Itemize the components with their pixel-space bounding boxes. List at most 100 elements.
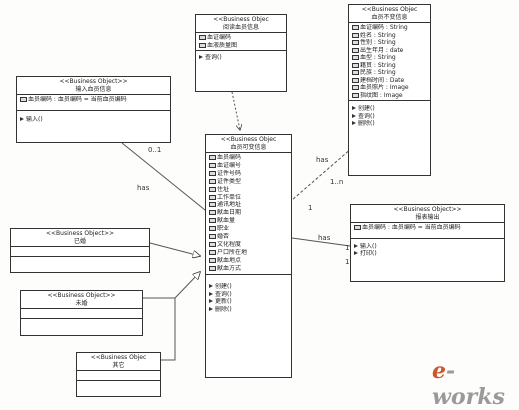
attribute-section: 血员编码 : 血员编码 = 当前血员编码 <box>17 94 170 110</box>
attribute: 证件号码 <box>209 170 288 178</box>
operation-section <box>21 318 142 328</box>
association-label: has <box>318 234 331 242</box>
attribute-icon <box>209 194 216 200</box>
class-output[interactable]: <<Business Object>> 报表输出 血员编码 : 血员编码 = 当… <box>350 204 505 282</box>
operation-section: 创建() 查询() 更新() 删除() <box>206 273 291 316</box>
multiplicity-label: 1 <box>308 204 313 212</box>
attribute: 出生年月 : date <box>352 47 427 55</box>
class-married[interactable]: <<Business Object>> 已婚 <box>10 228 150 273</box>
operation-icon <box>20 116 24 121</box>
class-donor-variable[interactable]: <<Business Objec 血员可变信息 血员编码 血证编号 证件号码 证… <box>205 134 292 378</box>
class-name: 输入血员信息 <box>75 85 112 93</box>
attribute-icon <box>199 35 206 40</box>
attribute-section: 血证编码 血液质量图 <box>196 32 286 50</box>
multiplicity-label: 1..n <box>330 178 344 186</box>
attribute-icon <box>352 70 359 75</box>
attribute-icon <box>352 40 359 45</box>
stereotype: <<Business Objec <box>220 136 277 143</box>
association-label: has <box>316 156 329 164</box>
attribute-icon <box>209 265 216 271</box>
attribute-icon <box>352 25 359 30</box>
operation-section: 查询() <box>196 50 286 63</box>
attribute: 建档时间 : Date <box>352 77 427 85</box>
operation: 删除() <box>352 120 427 128</box>
attribute: 献血地点 <box>209 257 288 265</box>
attribute-icon <box>352 55 359 60</box>
multiplicity-label: 1 <box>345 258 350 266</box>
stereotype: <<Business Objec <box>361 6 418 13</box>
operation-icon <box>354 243 358 248</box>
class-donor-basic[interactable]: <<Business Objec 血员不变信息 血证编码 : String 姓名… <box>348 4 431 176</box>
attribute-icon <box>209 218 216 224</box>
attribute-icon <box>199 42 206 48</box>
dependency-query-to-variable <box>231 91 240 130</box>
operation-icon <box>209 307 213 312</box>
attribute: 民族 : String <box>352 69 427 77</box>
class-name: 其它 <box>112 361 125 369</box>
operation-icon <box>209 291 213 296</box>
attribute-icon <box>209 249 216 255</box>
class-unmarried[interactable]: <<Business Object>> 未婚 <box>20 290 143 336</box>
operation: 输入() <box>354 243 501 251</box>
generalization-married <box>149 242 200 256</box>
class-other[interactable]: <<Business Objec 其它 <box>76 352 161 397</box>
class-name: 已婚 <box>73 237 86 245</box>
attribute: 婚否 <box>209 233 288 241</box>
attribute: 献血日期 <box>209 209 288 217</box>
attribute: 血证编码 : String <box>352 24 427 32</box>
operation: 更新() <box>209 298 288 306</box>
attribute: 指纹图 : Image <box>352 92 427 100</box>
class-name: 未婚 <box>75 299 88 307</box>
attribute: 性别 : String <box>352 39 427 47</box>
operation-section <box>11 256 149 265</box>
operation: 查询() <box>209 291 288 299</box>
multiplicity-label: 0..1 <box>148 146 162 154</box>
operation: 查询() <box>352 113 427 121</box>
attribute: 献血方式 <box>209 265 288 273</box>
operation: 创建() <box>352 105 427 113</box>
association-input-to-variable <box>121 142 206 211</box>
attribute: 血员编码 : 血员编码 = 当前血员编码 <box>354 224 501 232</box>
attribute: 姓名 : String <box>352 32 427 40</box>
attribute-icon <box>352 77 359 83</box>
attribute: 血员编码 <box>209 154 288 162</box>
operation: 删除() <box>209 306 288 314</box>
attribute-icon <box>209 257 216 263</box>
attribute: 血证编码 <box>199 34 283 42</box>
stereotype: <<Business Object>> <box>393 206 462 213</box>
attribute-icon <box>209 186 216 192</box>
attribute: 住址 <box>209 186 288 194</box>
eworks-logo: e-works <box>432 358 505 410</box>
generalization-unmarried <box>143 272 200 299</box>
attribute-icon <box>209 234 216 240</box>
stereotype: <<Business Objec <box>90 354 147 361</box>
attribute-icon <box>209 162 216 168</box>
attribute: 工作单位 <box>209 194 288 202</box>
attribute: 血液质量图 <box>199 42 283 50</box>
stereotype: <<Business Object>> <box>59 78 128 85</box>
attribute-icon <box>209 202 216 208</box>
operation-icon <box>209 299 213 304</box>
attribute-section: 血员编码 : 血员编码 = 当前血员编码 <box>351 222 504 238</box>
attribute-icon <box>209 241 216 247</box>
operation-icon <box>209 283 213 288</box>
attribute: 血证编号 <box>209 162 288 170</box>
attribute-section <box>11 246 149 256</box>
class-name: 报表输出 <box>415 213 440 221</box>
attribute: 血员编码 : 血员编码 = 当前血员编码 <box>20 96 167 104</box>
operation-icon <box>352 121 356 125</box>
class-name: 血员不变信息 <box>371 13 408 21</box>
attribute-section: 血证编码 : String 姓名 : String 性别 : String 出生… <box>349 22 430 100</box>
association-label: has <box>137 184 150 192</box>
class-input-info[interactable]: <<Business Object>> 输入血员信息 血员编码 : 血员编码 =… <box>16 76 171 143</box>
operation-icon <box>352 106 356 110</box>
class-name: 阅读血员信息 <box>222 23 259 31</box>
operation-icon <box>354 251 358 255</box>
stereotype: <<Business Objec <box>213 16 269 23</box>
stereotype: <<Business Object>> <box>47 292 116 299</box>
attribute-icon <box>209 226 216 232</box>
attribute-section <box>21 308 142 318</box>
attribute: 证件类型 <box>209 178 288 186</box>
class-query-info[interactable]: <<Business Objec 阅读血员信息 血证编码 血液质量图 查询() <box>195 14 287 92</box>
operation-icon <box>352 113 356 118</box>
